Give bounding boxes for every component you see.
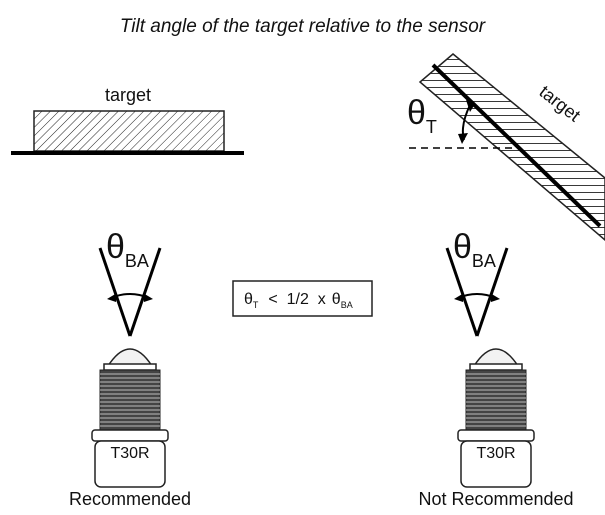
right-beam-angle: θBA	[445, 228, 509, 337]
right-target-surface	[431, 63, 602, 228]
right-sensor-model: T30R	[476, 445, 515, 462]
left-theta-subscript: BA	[125, 251, 149, 271]
formula-sub-ba: BA	[341, 300, 353, 310]
diagram-title: Tilt angle of the target relative to the…	[119, 16, 486, 37]
right-tilt-subscript: T	[426, 117, 437, 137]
left-caption: Recommended	[69, 489, 191, 509]
left-target-label: target	[105, 85, 151, 105]
formula-theta-t: θ	[244, 291, 253, 308]
left-sensor-model: T30R	[110, 445, 149, 462]
left-target-block	[33, 110, 225, 152]
svg-text:θT: θT	[407, 94, 437, 137]
left-beam-angle: θBA	[98, 228, 162, 337]
right-sensor	[457, 348, 535, 488]
right-caption: Not Recommended	[418, 489, 573, 509]
svg-text:θBA: θBA	[453, 228, 496, 271]
right-theta-subscript: BA	[472, 251, 496, 271]
right-tilt-symbol: θ	[407, 94, 426, 132]
formula-relation: < 1/2 x	[268, 291, 325, 308]
left-sensor	[91, 348, 169, 488]
right-target-label: target	[536, 81, 585, 125]
formula-theta-ba: θ	[332, 291, 341, 308]
svg-text:θBA: θBA	[106, 228, 149, 271]
left-theta-symbol: θ	[106, 228, 125, 266]
formula-sub-t: T	[253, 300, 259, 310]
right-target-group: target θT	[407, 53, 605, 241]
left-target-group: target	[11, 85, 244, 155]
right-theta-symbol: θ	[453, 228, 472, 266]
